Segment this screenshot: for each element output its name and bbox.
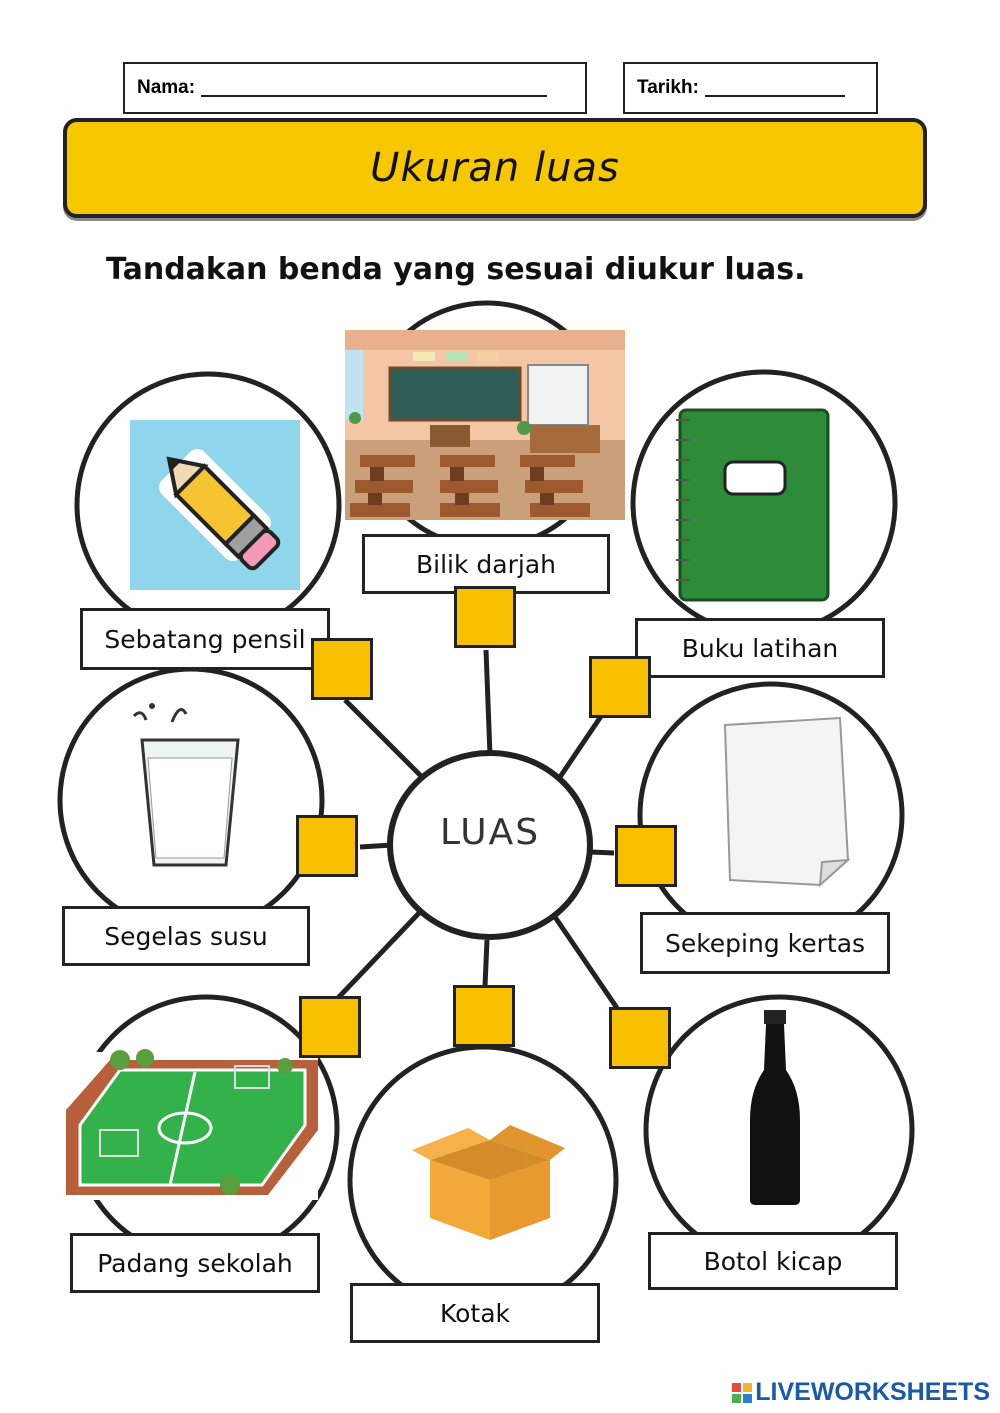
label-botol-kicap: Botol kicap [648,1232,898,1290]
brand-logo-icon [732,1382,753,1403]
classroom-icon [345,330,625,520]
label-sekeping-kertas: Sekeping kertas [640,912,890,974]
notebook-icon [676,408,830,602]
title-banner: Ukuran luas [63,118,927,218]
checkbox-sebatang-pensil[interactable] [311,638,373,700]
label-sebatang-pensil: Sebatang pensil [80,608,330,670]
label-bilik-darjah: Bilik darjah [362,534,610,594]
football-field-icon [66,1049,318,1200]
date-label: Tarikh: [637,77,699,98]
name-line [201,79,548,97]
bottle-icon [750,1010,800,1205]
label-buku-latihan: Buku latihan [635,618,885,678]
name-field[interactable]: Nama: [123,62,587,114]
checkbox-sekeping-kertas[interactable] [615,825,677,887]
date-field[interactable]: Tarikh: [623,62,878,114]
instruction-text: Tandakan benda yang sesuai diukur luas. [106,252,806,287]
checkbox-kotak[interactable] [453,985,515,1047]
center-label: LUAS [439,812,541,853]
page-title: Ukuran luas [370,145,620,191]
checkbox-botol-kicap[interactable] [609,1007,671,1069]
name-label: Nama: [137,77,196,98]
checkbox-segelas-susu[interactable] [296,815,358,877]
liveworksheets-logo: LIVEWORKSHEETS [732,1378,990,1407]
box-icon [412,1125,565,1240]
brand-name: LIVEWORKSHEETS [755,1378,990,1406]
checkbox-buku-latihan[interactable] [589,656,651,718]
label-kotak: Kotak [350,1283,600,1343]
label-padang-sekolah: Padang sekolah [70,1233,320,1293]
pencil-icon [130,420,300,590]
connector-lines [336,649,620,1010]
checkbox-padang-sekolah[interactable] [299,996,361,1058]
label-segelas-susu: Segelas susu [62,906,310,966]
date-line [704,79,845,97]
glass-of-milk-icon [132,703,240,867]
paper-sheet-icon [723,716,851,888]
center-circle [387,750,593,940]
checkbox-bilik-darjah[interactable] [454,586,516,648]
